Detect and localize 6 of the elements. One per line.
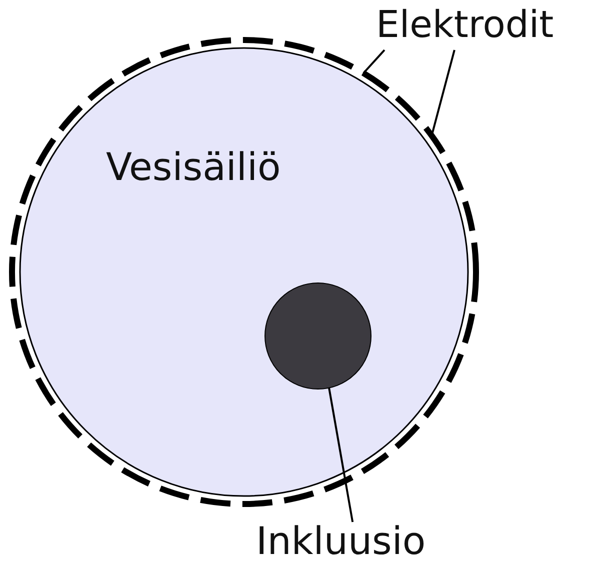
label-text: Elektrodit bbox=[376, 6, 554, 43]
label-text: Vesisäiliö bbox=[106, 148, 281, 186]
leader-line bbox=[430, 50, 456, 136]
leader-line bbox=[328, 388, 354, 522]
label-text: Inkluusio bbox=[256, 522, 426, 560]
leader-line bbox=[362, 49, 386, 74]
